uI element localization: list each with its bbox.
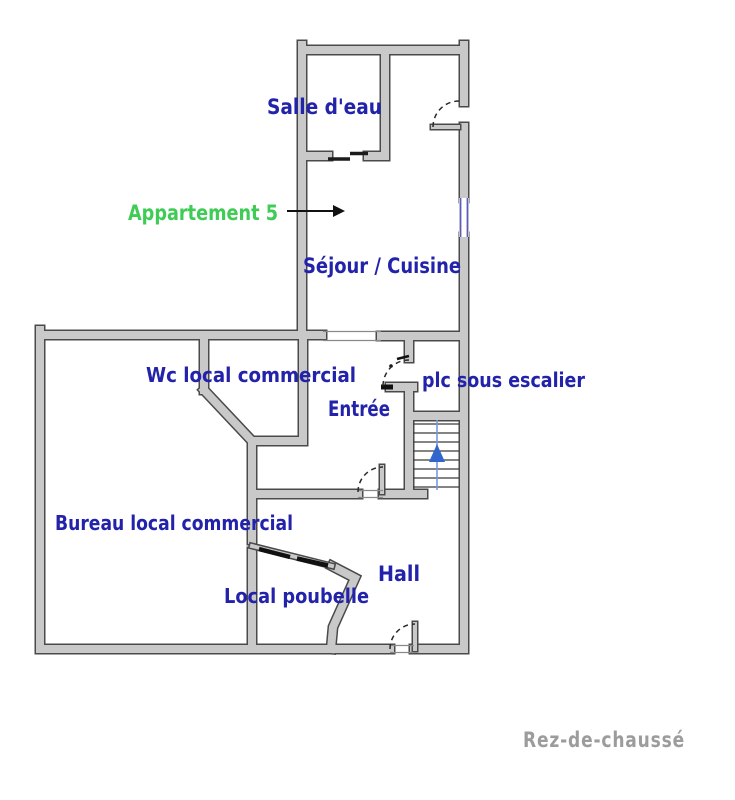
room-label-hall: Hall xyxy=(378,562,420,586)
entree-hall-door-arc xyxy=(357,466,384,493)
room-label-sejour-cuisine: Séjour / Cuisine xyxy=(303,254,461,278)
door-leaves xyxy=(247,123,462,653)
room-label-salle-deau: Salle d'eau xyxy=(267,95,382,119)
door-arcs xyxy=(357,100,460,650)
room-label-wc-local-commercial: Wc local commercial xyxy=(146,363,356,387)
apartment-label: Appartement 5 xyxy=(128,201,278,225)
plc-door-arc xyxy=(382,359,410,387)
window xyxy=(459,198,469,237)
sliding-door xyxy=(328,151,368,161)
stairs-up-arrow xyxy=(429,444,445,462)
room-label-local-poubelle: Local poubelle xyxy=(224,584,369,608)
appartement-arrow xyxy=(287,205,345,217)
apartment-door-arc xyxy=(432,100,460,128)
room-label-plc-sous-escalier: plc sous escalier xyxy=(422,368,585,392)
wall-openings xyxy=(323,330,414,654)
poubelle-door-panels xyxy=(258,546,329,568)
floor-title: Rez-de-chaussé xyxy=(523,728,685,752)
room-label-entree: Entrée xyxy=(328,397,390,421)
stairs xyxy=(413,420,459,490)
walls-fill xyxy=(36,41,468,654)
room-label-bureau: Bureau local commercial xyxy=(55,511,293,535)
entry-door-arc xyxy=(389,623,416,650)
